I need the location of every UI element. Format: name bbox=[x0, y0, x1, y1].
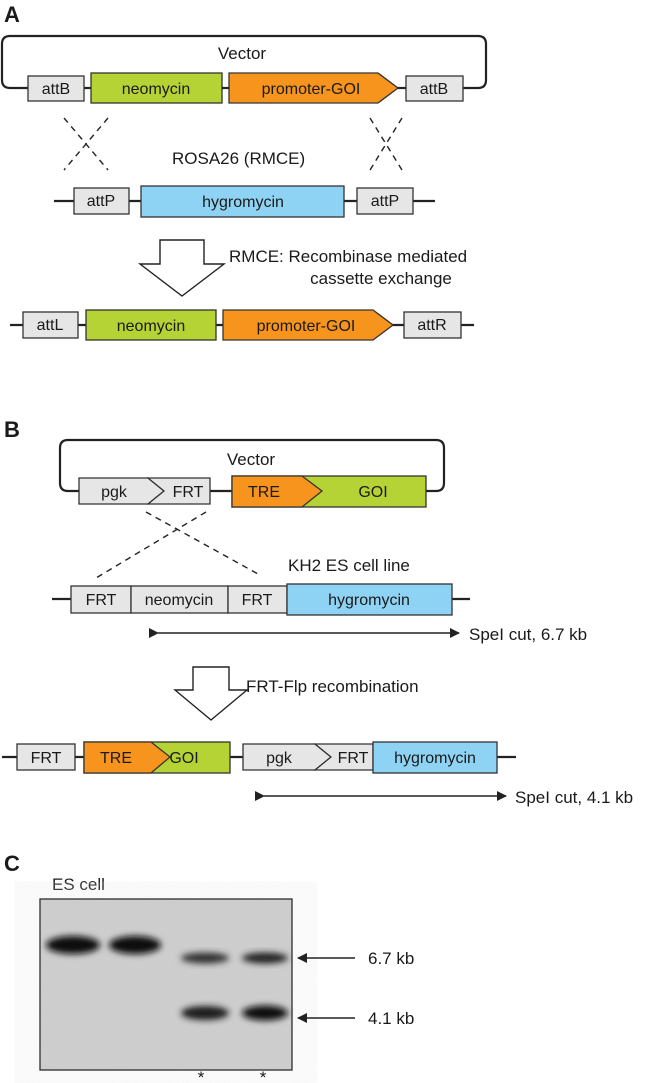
panel-a-letter: A bbox=[4, 2, 20, 27]
svg-text:attP: attP bbox=[371, 193, 399, 210]
flp-caption: FRT-Flp recombination bbox=[246, 677, 419, 696]
vector-a-label: Vector bbox=[218, 44, 267, 63]
band-upper-label: 6.7 kb bbox=[368, 949, 414, 968]
svg-text:neomycin: neomycin bbox=[117, 318, 185, 335]
locus-a-label: ROSA26 (RMCE) bbox=[172, 149, 305, 168]
svg-text:TRE: TRE bbox=[100, 750, 132, 767]
down-arrow-a-icon bbox=[137, 239, 227, 297]
result-a-promoter-goi: promoter-GOI bbox=[222, 309, 395, 341]
svg-text:FRT: FRT bbox=[86, 592, 117, 609]
crossover-a-right bbox=[369, 117, 403, 171]
band-lane3-6.7kb bbox=[181, 952, 229, 964]
vector-b-tre: TRE bbox=[231, 475, 324, 508]
result-a-attr: attR bbox=[403, 311, 462, 339]
lane3-asterisk: * bbox=[198, 1068, 205, 1083]
svg-text:attB: attB bbox=[42, 81, 70, 98]
svg-text:promoter-GOI: promoter-GOI bbox=[257, 318, 356, 335]
panel-b-letter: B bbox=[4, 417, 20, 442]
southern-blot-image bbox=[39, 898, 293, 1071]
blot-lane-label: ES cell bbox=[52, 875, 105, 894]
rmce-caption-line2: cassette exchange bbox=[310, 269, 452, 288]
vector-b-backbone bbox=[58, 438, 446, 493]
rmce-caption-line1: RMCE: Recombinase mediated bbox=[229, 247, 467, 266]
vector-a-attb-left: attB bbox=[27, 75, 85, 102]
band-lane1-6.7kb bbox=[46, 936, 100, 954]
cut-b2-label: SpeI cut, 4.1 kb bbox=[515, 788, 633, 807]
band-lower-label: 4.1 kb bbox=[368, 1009, 414, 1028]
svg-text:pgk: pgk bbox=[266, 750, 293, 767]
svg-text:hygromycin: hygromycin bbox=[202, 194, 284, 211]
crossover-a-left bbox=[63, 117, 109, 171]
band-lane4-6.7kb bbox=[242, 952, 288, 964]
result-b-frt: FRT bbox=[16, 743, 76, 771]
svg-text:FRT: FRT bbox=[242, 592, 273, 609]
band-lane4-4.1kb bbox=[242, 1005, 288, 1021]
svg-text:GOI: GOI bbox=[169, 750, 198, 767]
svg-text:FRT: FRT bbox=[338, 750, 369, 767]
svg-text:promoter-GOI: promoter-GOI bbox=[262, 81, 361, 98]
cut-b1-label: SpeI cut, 6.7 kb bbox=[469, 625, 587, 644]
locus-a-attp-left: attP bbox=[73, 187, 130, 215]
vector-b-pgk: pgk bbox=[78, 477, 166, 505]
locus-a-attp-right: attP bbox=[356, 187, 414, 215]
vector-a-promoter-goi: promoter-GOI bbox=[228, 72, 400, 104]
down-arrow-b-icon bbox=[173, 666, 249, 721]
vector-b-frt: FRT bbox=[146, 477, 211, 505]
svg-text:neomycin: neomycin bbox=[145, 592, 213, 609]
result-a-attl: attL bbox=[22, 311, 79, 339]
result-b-hygromycin: hygromycin bbox=[372, 741, 498, 774]
band-lane3-4.1kb bbox=[181, 1006, 229, 1020]
svg-text:FRT: FRT bbox=[173, 484, 204, 501]
vector-a-backbone bbox=[0, 34, 488, 90]
svg-text:attP: attP bbox=[87, 193, 115, 210]
result-b-pgk: pgk bbox=[242, 743, 333, 771]
vector-b-label: Vector bbox=[227, 450, 276, 469]
svg-text:TRE: TRE bbox=[248, 484, 280, 501]
svg-text:attR: attR bbox=[417, 317, 446, 334]
lane4-asterisk: * bbox=[260, 1068, 267, 1083]
svg-text:attL: attL bbox=[37, 317, 64, 334]
band-lane2-6.7kb bbox=[109, 936, 161, 954]
crossover-b bbox=[95, 511, 259, 579]
locus-b-frt-left: FRT bbox=[70, 585, 132, 614]
vector-a-neomycin: neomycin bbox=[90, 72, 223, 104]
panel-c-letter: C bbox=[4, 851, 20, 876]
locus-b-neomycin: neomycin bbox=[130, 585, 229, 614]
svg-text:neomycin: neomycin bbox=[122, 81, 190, 98]
locus-b-label: KH2 ES cell line bbox=[288, 556, 410, 575]
result-b-tre: TRE bbox=[83, 741, 172, 774]
result-b-frt-2: FRT bbox=[313, 743, 374, 771]
svg-text:hygromycin: hygromycin bbox=[394, 750, 476, 767]
svg-text:hygromycin: hygromycin bbox=[328, 592, 410, 609]
locus-a-hygromycin: hygromycin bbox=[140, 185, 345, 218]
svg-text:attB: attB bbox=[420, 81, 448, 98]
locus-b-hygromycin: hygromycin bbox=[286, 583, 453, 616]
svg-text:pgk: pgk bbox=[101, 484, 128, 501]
vector-a-attb-right: attB bbox=[405, 75, 464, 102]
svg-text:FRT: FRT bbox=[31, 750, 62, 767]
locus-b-frt-right: FRT bbox=[227, 585, 288, 614]
result-a-neomycin: neomycin bbox=[85, 309, 217, 341]
svg-text:GOI: GOI bbox=[358, 484, 387, 501]
